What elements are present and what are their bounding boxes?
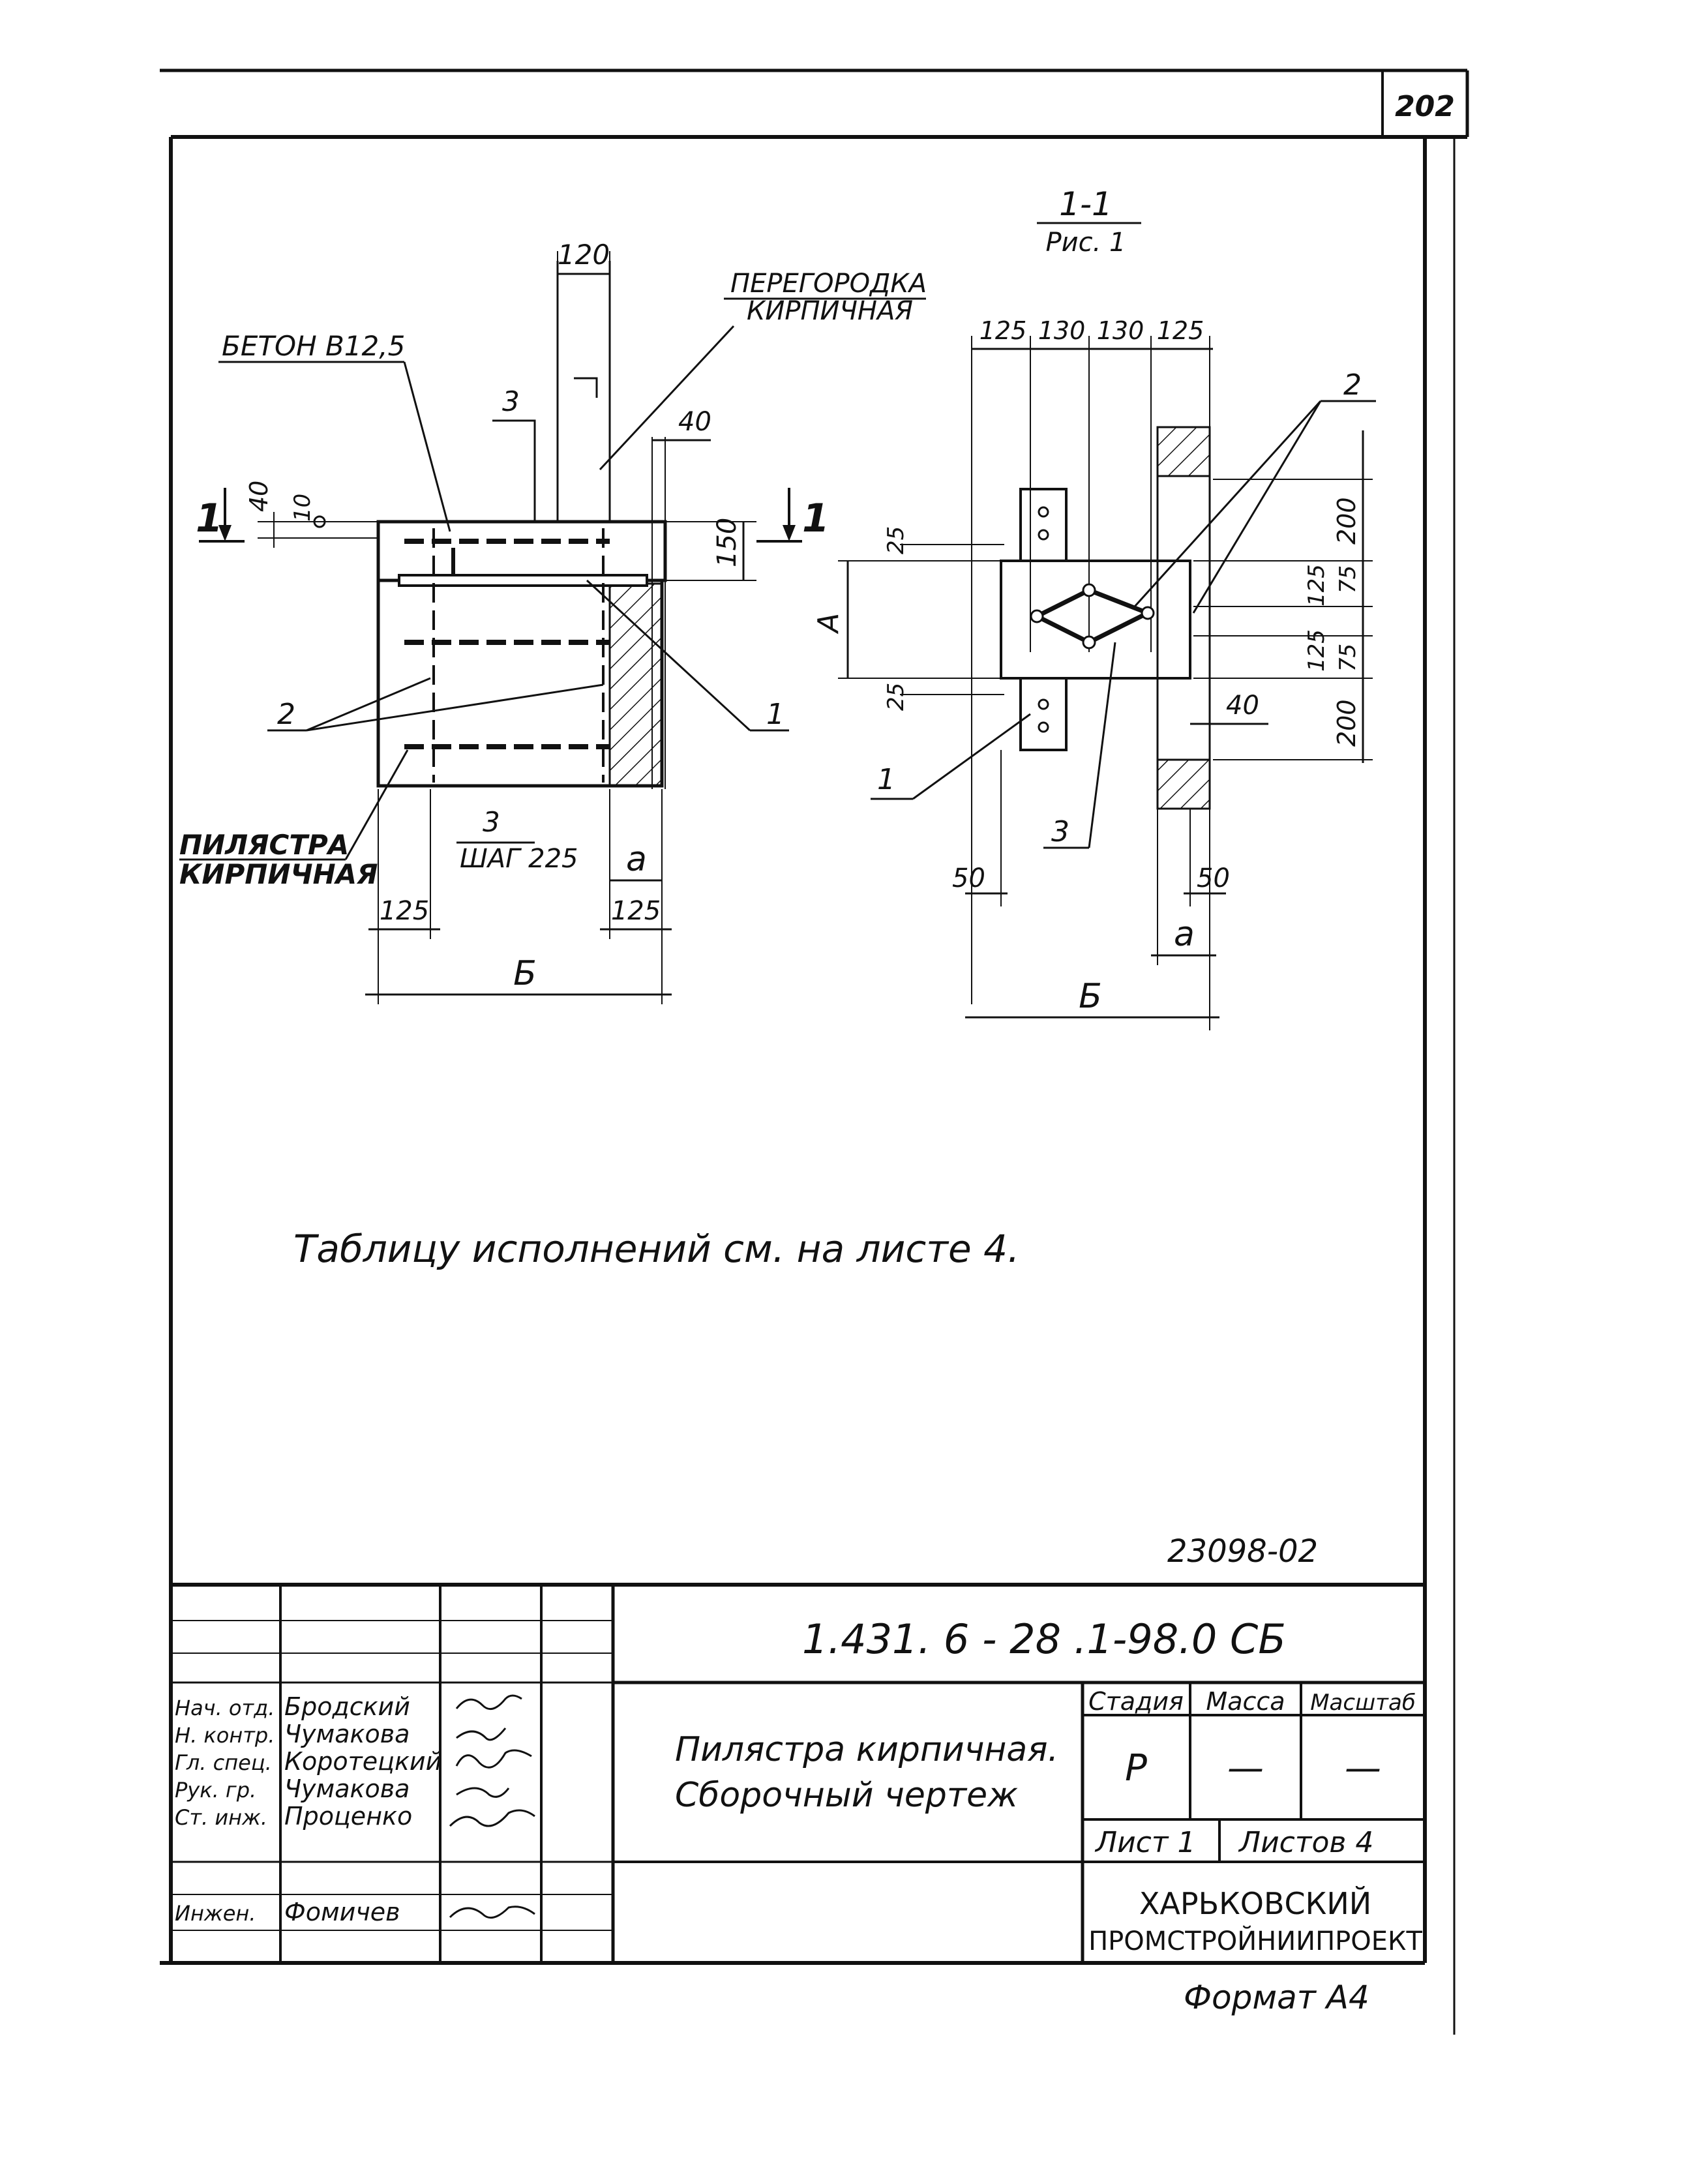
dim-40-right: 40: [1226, 691, 1259, 721]
designation: 1.431. 6 - 28 .1-98.0 СБ: [802, 1615, 1286, 1663]
dim-right-200a: 200: [1332, 497, 1361, 545]
sheets-label: Листов 4: [1238, 1826, 1373, 1859]
dim-A: А: [812, 613, 845, 635]
dim-50-right: 50: [1197, 863, 1230, 893]
dim-50-left: 50: [952, 863, 985, 893]
note-text: Таблицу исполнений см. на листе 4.: [293, 1227, 1019, 1271]
pilaster-label-line2: КИРПИЧНАЯ: [179, 858, 378, 890]
partition-label-line1: ПЕРЕГОРОДКА: [730, 269, 927, 299]
name-1: Чумакова: [284, 1720, 410, 1748]
callout-2-right: 2: [1343, 368, 1362, 402]
section-label: 1-1: [1059, 185, 1113, 223]
signature-rows: Нач. отд. Бродский Н. контр. Чумакова Гл…: [175, 1692, 441, 1926]
dim-right-125b: 125: [1304, 629, 1330, 672]
dim-150: 150: [712, 518, 742, 567]
right-section-view: 1-1 Рис. 1 125 130 130 125 2: [812, 185, 1376, 1030]
dim-25-bottom: 25: [883, 683, 909, 711]
dim-B-left: Б: [513, 954, 537, 993]
name-3: Чумакова: [284, 1774, 410, 1803]
title-line2: Сборочный чертеж: [675, 1776, 1018, 1815]
section-mark-right-label: 1: [802, 496, 830, 541]
dim-right-75b: 75: [1335, 644, 1361, 672]
section-mark-left: 1: [196, 488, 245, 543]
role-5: Инжен.: [175, 1901, 256, 1926]
diamond-bars: [1032, 588, 1154, 645]
role-1: Н. контр.: [175, 1723, 275, 1748]
name-0: Бродский: [284, 1692, 410, 1721]
mass-value: —: [1227, 1747, 1264, 1789]
left-elevation-view: 120 ПЕРЕГОРОДКА КИРПИЧНАЯ БЕТОН В12,5 3 …: [179, 239, 927, 1004]
scale-value: —: [1345, 1747, 1381, 1789]
plate-top: [1019, 488, 1068, 562]
section-mark-left-label: 1: [196, 496, 223, 541]
figure-label: Рис. 1: [1046, 228, 1126, 258]
dim-125-right: 125: [611, 896, 661, 926]
org-line2: ПРОМСТРОЙНИИПРОЕКТ: [1088, 1925, 1422, 1956]
org-line1: ХАРЬКОВСКИЙ: [1139, 1886, 1371, 1921]
callout-1-left: 1: [766, 698, 785, 731]
plan-slab: [1000, 560, 1191, 680]
hatched-partition-bottom: [1156, 758, 1211, 810]
step-number: 3: [483, 806, 500, 838]
callout-1-right: 1: [877, 763, 895, 796]
callout-3-top: 3: [502, 385, 520, 417]
sheet-number: 202: [1395, 90, 1455, 123]
name-2: Коротецкий: [284, 1747, 441, 1776]
name-4: Проценко: [284, 1802, 412, 1831]
stage-value: Р: [1125, 1747, 1147, 1789]
hatched-wall-left: [608, 582, 663, 787]
dim-B-right: Б: [1079, 977, 1102, 1016]
dim-10-left: 10: [290, 494, 316, 522]
dim-25-top: 25: [883, 526, 909, 554]
mass-header: Масса: [1206, 1687, 1285, 1716]
dim-right-125a: 125: [1304, 564, 1330, 606]
pilaster-label-line1: ПИЛЯСТРА: [179, 829, 349, 861]
concrete-slab: [376, 520, 667, 582]
doc-inventory-number: 23098-02: [1167, 1533, 1318, 1570]
sheet-label: Лист 1: [1094, 1826, 1195, 1859]
scale-header: Масштаб: [1310, 1690, 1416, 1716]
dim-top-130a: 130: [1038, 316, 1086, 345]
partition-label-line2: КИРПИЧНАЯ: [747, 296, 913, 326]
handwritten-signatures: [449, 1694, 535, 1919]
brick-partition: [556, 261, 611, 522]
plate-bottom: [1019, 677, 1068, 751]
callout-3-right: 3: [1051, 815, 1069, 848]
section-mark-right: 1: [756, 488, 830, 543]
dim-a-right: а: [1174, 915, 1195, 954]
role-3: Рук. гр.: [175, 1778, 256, 1803]
dim-top-125a: 125: [979, 316, 1027, 345]
dim-a-left: а: [626, 840, 647, 879]
dim-125-left: 125: [380, 896, 429, 926]
stage-header: Стадия: [1088, 1687, 1184, 1716]
concrete-label: БЕТОН В12,5: [222, 330, 405, 362]
hatched-partition-top: [1156, 426, 1211, 477]
title-block: [171, 1583, 1425, 1963]
callout-2-left: 2: [277, 698, 295, 731]
role-2: Гл. спец.: [175, 1750, 272, 1775]
dim-120: 120: [558, 239, 610, 271]
dim-40-top: 40: [678, 407, 711, 437]
name-5: Фомичев: [284, 1898, 400, 1926]
dim-right-75a: 75: [1335, 565, 1361, 593]
dim-40-left: 40: [245, 481, 273, 512]
role-4: Ст. инж.: [175, 1805, 267, 1830]
sheet-frame: [160, 68, 1469, 2035]
reinforcement-bars: [404, 528, 610, 783]
step-label: ШАГ 225: [460, 844, 578, 874]
dim-top-125b: 125: [1157, 316, 1204, 345]
dim-right-200b: 200: [1332, 699, 1361, 747]
title-line1: Пилястра кирпичная.: [675, 1730, 1058, 1769]
dim-top-130b: 130: [1097, 316, 1144, 345]
embedded-plate-1: [398, 574, 648, 587]
format-label: Формат А4: [1184, 1979, 1369, 2016]
role-0: Нач. отд.: [175, 1696, 275, 1720]
